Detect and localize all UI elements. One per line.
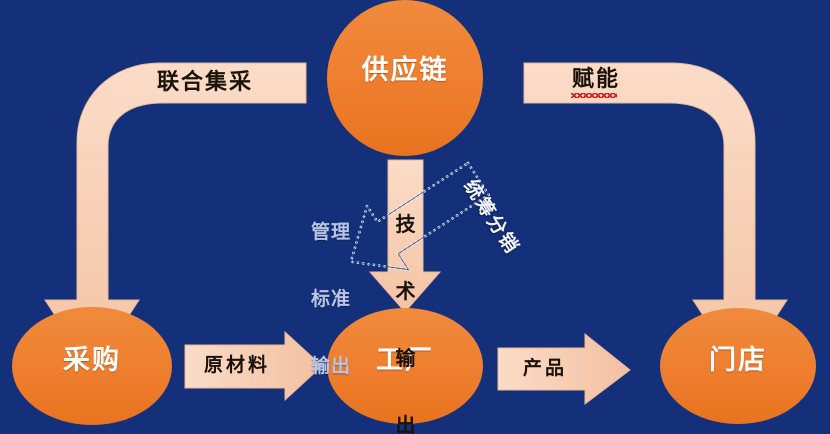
connector-tech-output <box>368 159 442 313</box>
node-store[interactable] <box>660 308 816 424</box>
node-procurement[interactable] <box>12 307 172 425</box>
connector-products <box>497 332 631 406</box>
connector-raw-materials <box>184 330 323 402</box>
spellcheck-underline-icon <box>571 93 617 98</box>
node-factory[interactable] <box>327 308 483 424</box>
connector-unified-distribution <box>349 161 490 271</box>
node-supply-chain[interactable] <box>327 0 483 156</box>
